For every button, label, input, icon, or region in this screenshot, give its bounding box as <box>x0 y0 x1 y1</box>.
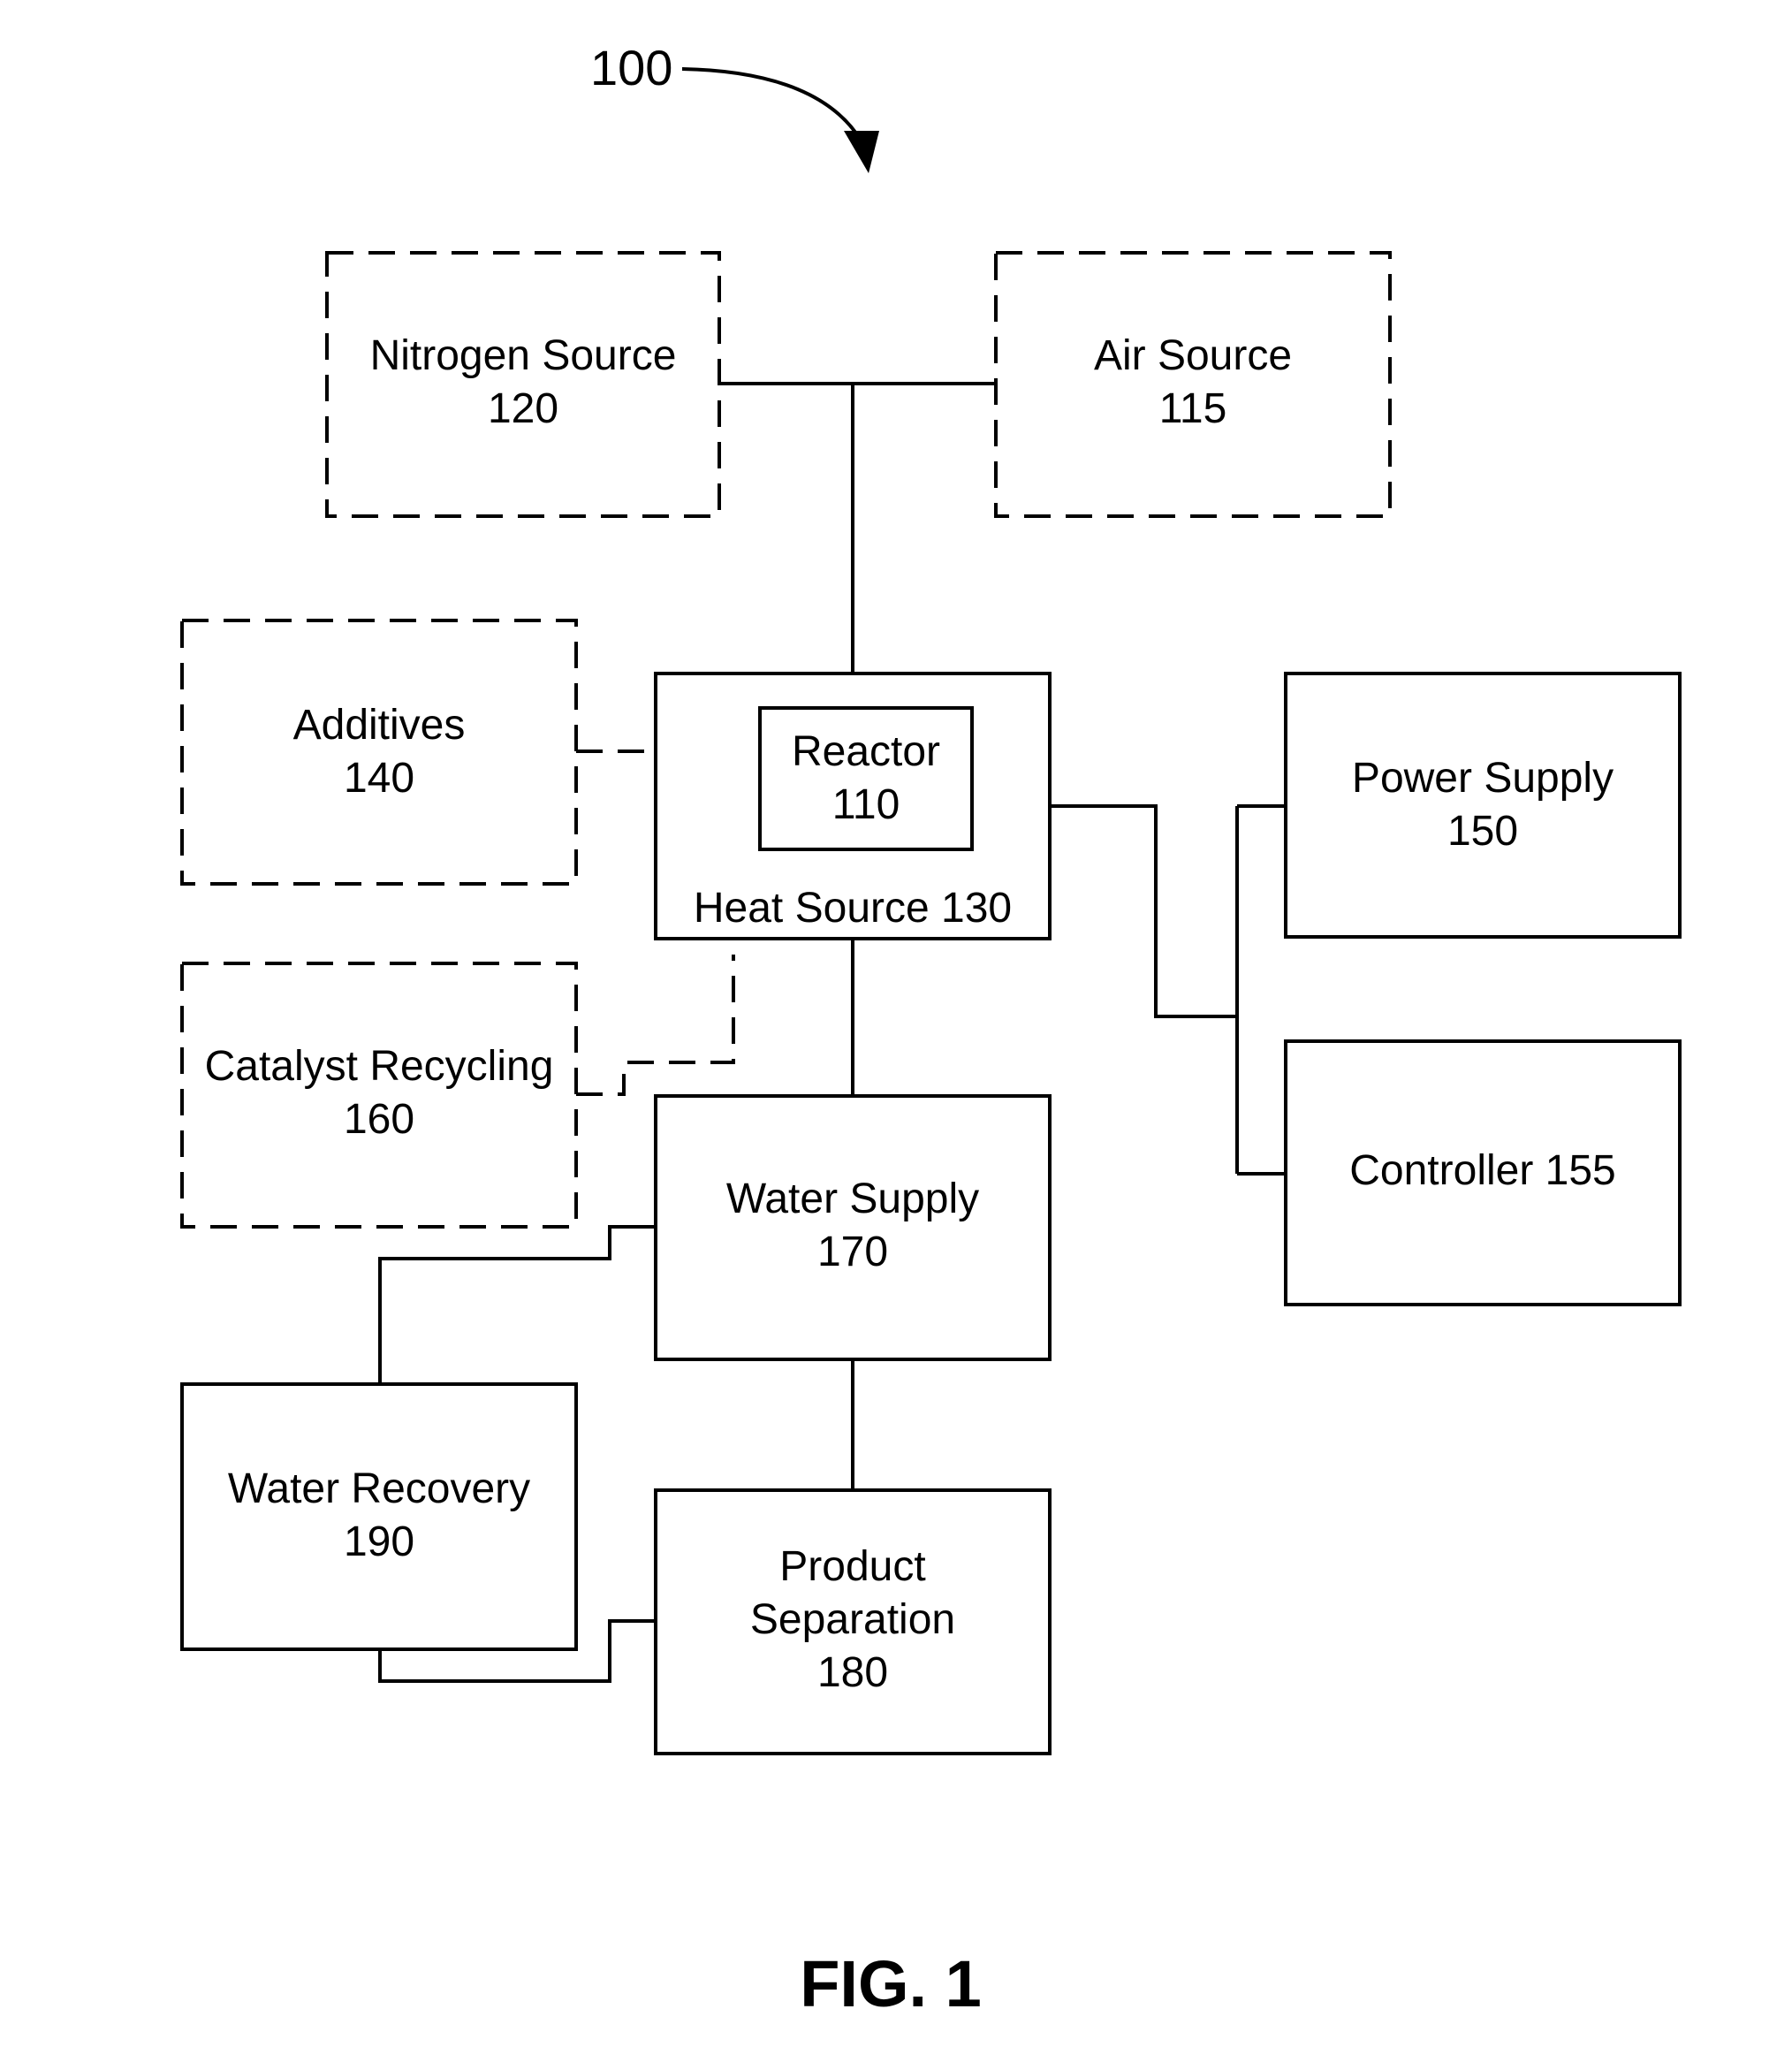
power-supply-name: Power Supply <box>1352 755 1614 802</box>
connector-catalyst-heat <box>576 955 733 1094</box>
heat-source-label: Heat Source 130 <box>694 885 1012 932</box>
nitrogen-source-number: 120 <box>488 385 558 432</box>
power-supply-block: Power Supply 150 <box>1286 673 1680 937</box>
water-supply-box <box>656 1096 1050 1359</box>
power-supply-box <box>1286 673 1680 937</box>
reactor-number: 110 <box>832 781 900 828</box>
nitrogen-source-name: Nitrogen Source <box>370 332 677 379</box>
product-separation-line1: Product <box>779 1543 925 1590</box>
water-supply-number: 170 <box>817 1229 888 1275</box>
water-supply-block: Water Supply 170 <box>656 1096 1050 1359</box>
power-supply-number: 150 <box>1447 808 1518 855</box>
reference-arrow-head <box>844 131 879 173</box>
water-recovery-name: Water Recovery <box>228 1465 530 1512</box>
controller-block: Controller 155 <box>1286 1041 1680 1305</box>
additives-block: Additives 140 <box>182 620 576 884</box>
additives-box <box>182 620 576 884</box>
air-source-number: 115 <box>1159 385 1227 432</box>
catalyst-recycling-box <box>182 963 576 1227</box>
connector-heat-bus <box>1050 806 1237 1016</box>
water-recovery-box <box>182 1384 576 1649</box>
catalyst-recycling-block: Catalyst Recycling 160 <box>182 963 576 1227</box>
product-separation-line2: Separation <box>750 1596 955 1643</box>
product-separation-block: Product Separation 180 <box>656 1490 1050 1754</box>
nitrogen-source-box <box>327 253 719 516</box>
heat-source-block: Reactor 110 Heat Source 130 <box>656 673 1050 939</box>
reference-arrow-curve <box>682 69 862 141</box>
catalyst-recycling-name: Catalyst Recycling <box>205 1043 554 1090</box>
figure-reference-number: 100 <box>590 40 672 95</box>
reactor-name: Reactor <box>792 728 940 775</box>
water-supply-name: Water Supply <box>726 1176 979 1222</box>
air-source-box <box>996 253 1390 516</box>
connector-water-recovery <box>380 1227 656 1384</box>
water-recovery-number: 190 <box>344 1518 414 1565</box>
figure-caption: FIG. 1 <box>800 1947 982 2020</box>
nitrogen-source-block: Nitrogen Source 120 <box>327 253 719 516</box>
air-source-name: Air Source <box>1094 332 1292 379</box>
additives-number: 140 <box>344 755 414 802</box>
controller-label: Controller 155 <box>1349 1147 1616 1194</box>
catalyst-recycling-number: 160 <box>344 1096 414 1143</box>
air-source-block: Air Source 115 <box>996 253 1390 516</box>
additives-name: Additives <box>293 702 466 749</box>
water-recovery-block: Water Recovery 190 <box>182 1384 576 1649</box>
product-separation-number: 180 <box>817 1649 888 1696</box>
